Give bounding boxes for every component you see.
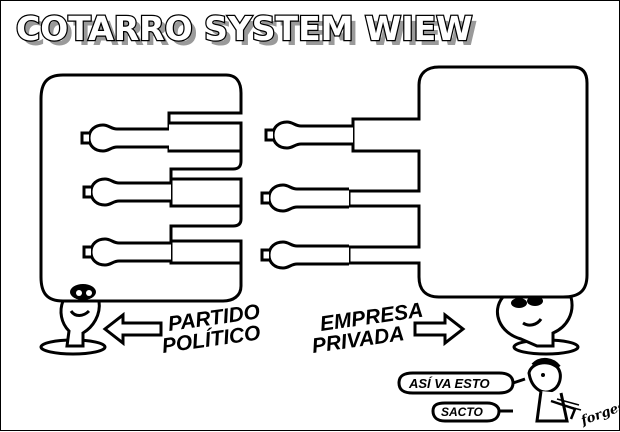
signature: forges — [578, 399, 620, 429]
title-shadow: COTARRO SYSTEM WIEW — [21, 14, 478, 53]
small-character — [527, 358, 582, 423]
speech-bubble-2: SACTO — [431, 401, 513, 423]
speech-bubble-1: ASÍ VA ESTO — [397, 371, 526, 395]
speech-2-text: SACTO — [441, 405, 483, 419]
speech-1-text: ASÍ VA ESTO — [408, 376, 490, 391]
empresa-figure — [260, 65, 589, 356]
partido-plug-1 — [169, 121, 243, 153]
title-group: COTARRO SYSTEM WIEW COTARRO SYSTEM WIEW — [15, 8, 478, 53]
arrow-right — [413, 311, 466, 347]
partido-figure — [39, 73, 243, 356]
signature-text: forges — [578, 399, 620, 429]
page-title: COTARRO SYSTEM WIEW — [16, 9, 473, 48]
arrow-left — [102, 311, 163, 347]
